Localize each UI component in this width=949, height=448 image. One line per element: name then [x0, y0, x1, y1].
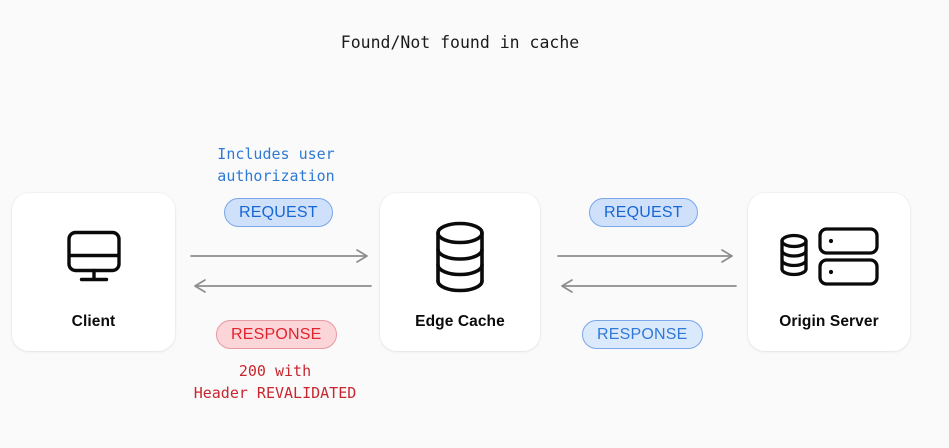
node-edge-cache[interactable]: Edge Cache: [380, 193, 540, 351]
badge-response-edge-origin[interactable]: RESPONSE: [582, 320, 703, 349]
cache-status-label: Found/Not found in cache: [340, 33, 580, 52]
badge-request-client-edge[interactable]: REQUEST: [224, 198, 333, 227]
node-edge-cache-label: Edge Cache: [415, 312, 505, 330]
response-note-revalidated: 200 with Header REVALIDATED: [193, 362, 357, 402]
arrows-edge-origin: [557, 248, 737, 294]
request-note-authorization: Includes user authorization: [217, 145, 335, 185]
badge-request-edge-origin[interactable]: REQUEST: [589, 198, 698, 227]
node-origin-server-label: Origin Server: [779, 312, 879, 330]
database-cylinder-icon: [428, 218, 492, 296]
server-rack-icon: [777, 218, 881, 296]
node-client-label: Client: [71, 312, 116, 330]
cache-dashed-connector: [452, 62, 466, 192]
node-origin-server[interactable]: Origin Server: [748, 193, 910, 351]
monitor-icon: [61, 218, 127, 296]
badge-response-client-edge[interactable]: RESPONSE: [216, 320, 337, 349]
node-client[interactable]: Client: [12, 193, 175, 351]
arrows-client-edge: [190, 248, 372, 294]
